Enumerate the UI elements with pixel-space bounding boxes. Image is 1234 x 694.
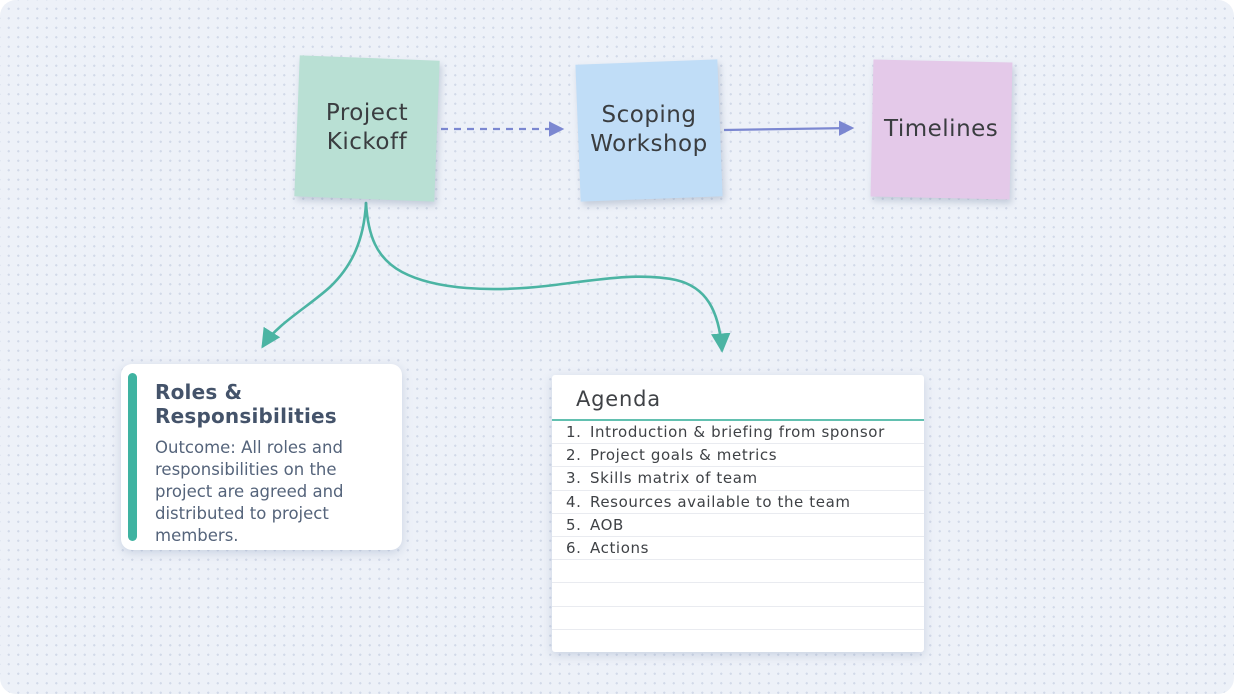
- agenda-item-number: 5.: [566, 515, 582, 534]
- sticky-note-label: Timelines: [884, 115, 999, 142]
- agenda-item-number: 6.: [566, 539, 582, 558]
- roles-responsibilities-card[interactable]: Roles & Responsibilities Outcome: All ro…: [121, 364, 402, 550]
- connector-kickoff-to-agenda[interactable]: [364, 201, 731, 353]
- roles-card-title: Roles & Responsibilities: [155, 380, 337, 428]
- agenda-list-item: 2. Project goals & metrics: [552, 444, 924, 468]
- agenda-item-text: Introduction & briefing from sponsor: [590, 423, 885, 442]
- agenda-item-number: 4.: [566, 492, 582, 511]
- agenda-title-underline: [552, 419, 924, 421]
- agenda-item-number: 1.: [566, 423, 582, 442]
- sticky-note-project-kickoff[interactable]: Project Kickoff: [294, 55, 440, 202]
- agenda-card[interactable]: Agenda 1. Introduction & briefing from s…: [552, 375, 924, 652]
- agenda-list: 1. Introduction & briefing from sponsor …: [552, 421, 924, 654]
- agenda-item-number: 2.: [566, 446, 582, 465]
- agenda-list-item: 1. Introduction & briefing from sponsor: [552, 421, 924, 445]
- agenda-item-text: Project goals & metrics: [590, 446, 778, 465]
- card-accent-bar: [128, 373, 137, 541]
- connector-kickoff-to-roles[interactable]: [261, 201, 368, 349]
- agenda-item-text: Resources available to the team: [590, 492, 851, 511]
- agenda-item-text: Actions: [590, 539, 649, 558]
- agenda-list-item: 4. Resources available to the team: [552, 491, 924, 514]
- agenda-list-item: [552, 560, 924, 584]
- agenda-list-item: [552, 607, 924, 630]
- sticky-note-label: Scoping Workshop: [590, 102, 708, 158]
- agenda-list-item: 6. Actions: [552, 537, 924, 561]
- roles-card-body: Outcome: All roles and responsibilities …: [155, 438, 344, 545]
- sticky-note-scoping-workshop[interactable]: Scoping Workshop: [575, 59, 723, 202]
- connector-scoping-to-timelines[interactable]: [723, 120, 855, 136]
- agenda-list-item: [552, 583, 924, 607]
- agenda-item-text: AOB: [590, 515, 624, 534]
- agenda-item-text: Skills matrix of team: [590, 469, 758, 488]
- sticky-note-label: Project Kickoff: [325, 100, 409, 156]
- agenda-list-item: 5. AOB: [552, 514, 924, 537]
- agenda-card-title: Agenda: [576, 387, 661, 411]
- agenda-list-item: 3. Skills matrix of team: [552, 467, 924, 491]
- sticky-note-timelines[interactable]: Timelines: [870, 59, 1013, 200]
- agenda-item-number: 3.: [566, 469, 582, 488]
